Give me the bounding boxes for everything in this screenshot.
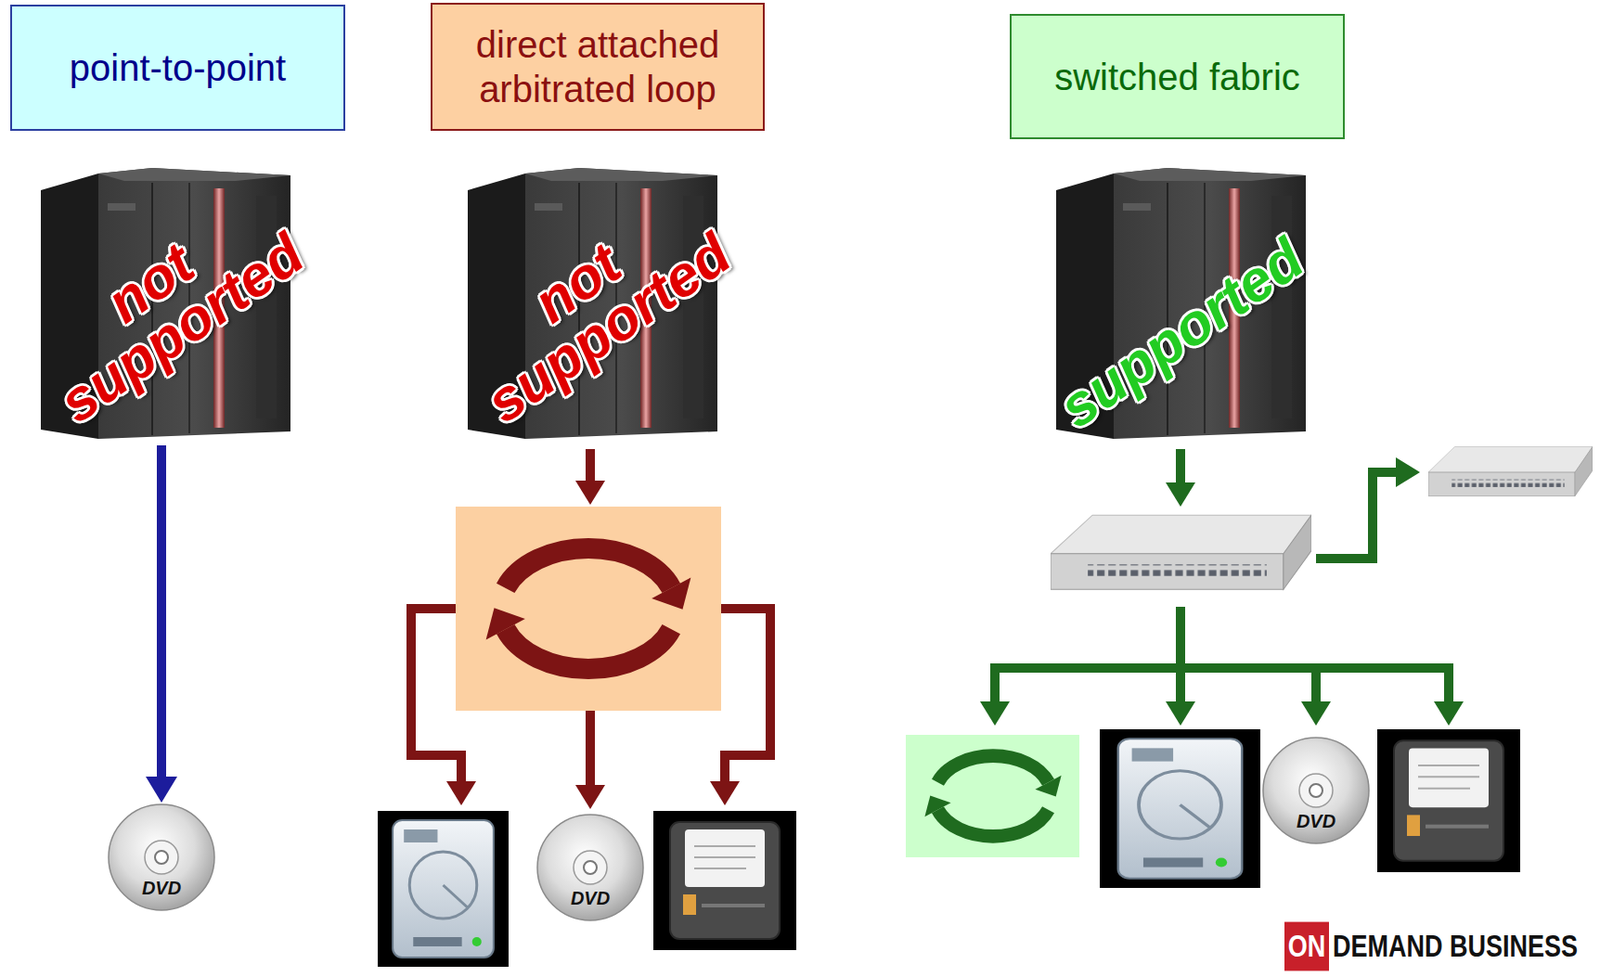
loop-symbol (924, 756, 1061, 838)
wire (585, 710, 595, 789)
header-box: point-to-point (10, 4, 346, 131)
arrowhead (980, 701, 1010, 726)
disc-label: DVD (570, 889, 610, 908)
arrowhead (709, 781, 740, 806)
mainframe: not supported (12, 167, 320, 444)
header-box: switched fabric (1009, 13, 1345, 140)
header-box: direct attached arbitrated loop (430, 2, 765, 131)
arrowhead (1165, 701, 1196, 726)
wire (1175, 668, 1186, 706)
fabric-switch (1050, 515, 1312, 590)
fabric-arrowheads (980, 457, 1464, 726)
arrowhead (1395, 457, 1420, 488)
fabric-switch (1428, 446, 1593, 496)
loop-arrowheads (446, 480, 740, 810)
wire (1175, 449, 1186, 487)
loop-panel (455, 506, 722, 711)
dvd-disc (537, 814, 644, 921)
dvd-drive: DVD (1263, 737, 1369, 844)
arrowhead (145, 776, 178, 803)
support-stamp: not supported (9, 173, 323, 439)
wire (721, 608, 771, 786)
wire (990, 663, 1454, 673)
dvd-disc (108, 804, 215, 911)
wire (990, 668, 1000, 706)
loop-panel (905, 735, 1080, 858)
tape-icon (653, 811, 797, 951)
wire (1311, 668, 1321, 706)
connector-arrow (145, 445, 178, 803)
disk-icon (1099, 729, 1261, 889)
support-stamp: not supported (436, 173, 750, 439)
dvd-disc (1263, 737, 1369, 844)
arrowhead (1301, 701, 1331, 726)
wire (585, 449, 595, 485)
support-stamp: supported (1040, 223, 1323, 445)
disc-label: DVD (141, 878, 181, 898)
arrowhead (1433, 701, 1464, 726)
logo-text: DEMAND BUSINESS (1332, 922, 1578, 972)
mainframe: supported (1028, 167, 1335, 444)
dvd-drive: DVD (108, 804, 215, 911)
arrowhead (446, 781, 477, 806)
disc-label: DVD (1296, 812, 1336, 831)
disk-icon (377, 811, 509, 968)
mainframe: not supported (439, 167, 747, 444)
wire (1316, 472, 1400, 559)
fabric-wiring (990, 449, 1454, 706)
arrowhead (575, 480, 606, 505)
wire (1444, 668, 1454, 706)
loop-wiring (411, 449, 771, 789)
header-text: switched fabric (1054, 54, 1301, 100)
logo-mark: ON (1284, 922, 1330, 972)
wire (411, 608, 462, 786)
arrowhead (575, 785, 606, 810)
tape-icon (1377, 729, 1521, 873)
header-text: point-to-point (69, 45, 286, 91)
header-text: direct attached arbitrated loop (446, 22, 749, 112)
wire (1175, 606, 1186, 669)
connector-line (156, 445, 167, 779)
loop-symbol (486, 548, 692, 670)
arrowhead (1165, 482, 1196, 507)
dvd-drive: DVD (537, 814, 644, 921)
